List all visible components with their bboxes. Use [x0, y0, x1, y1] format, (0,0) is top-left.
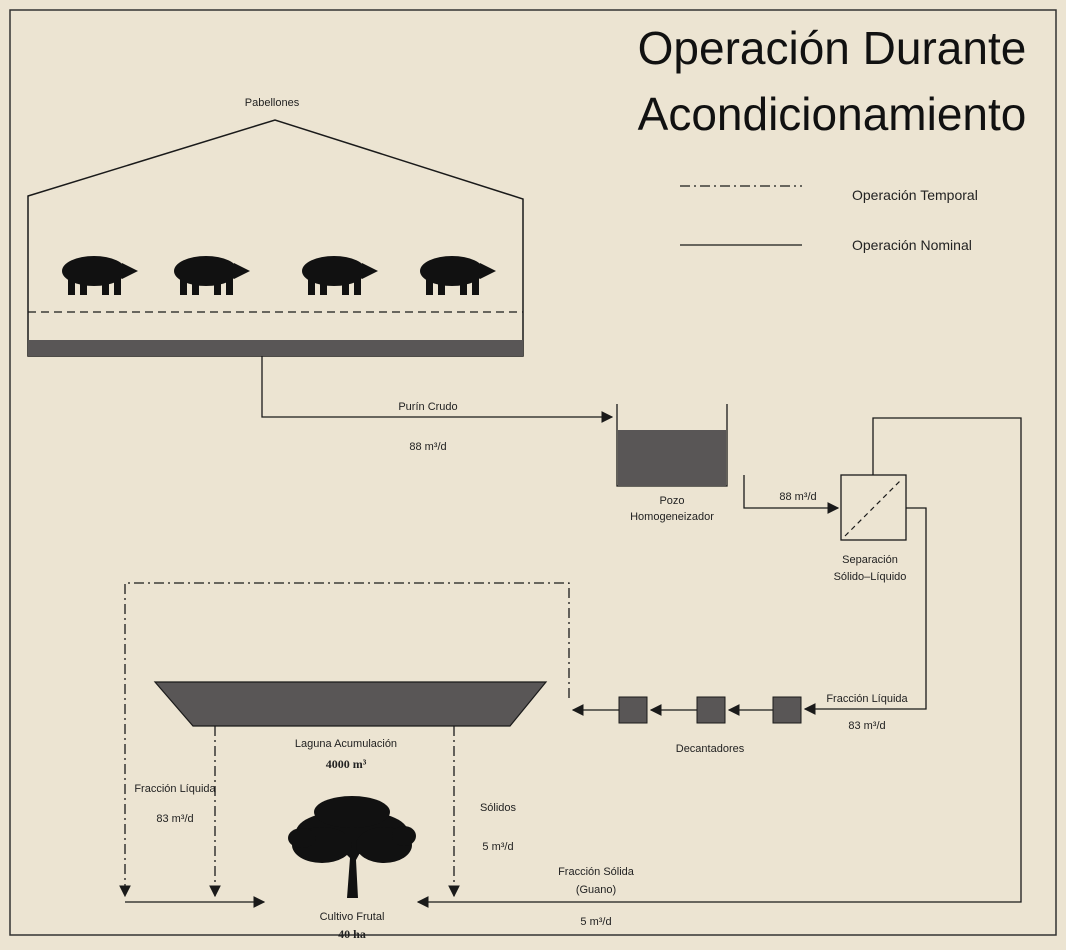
- fraccion-liquida-flow: [803, 507, 927, 715]
- solidos-label: Sólidos: [480, 802, 517, 814]
- fraccion-liquida-left-rate: 83 m³/d: [156, 813, 193, 825]
- pig-icon: [420, 256, 496, 295]
- pozo-label-2: Homogeneizador: [630, 511, 714, 523]
- purin-crudo-rate: 88 m³/d: [409, 441, 446, 453]
- separator-label-2: Sólido–Líquido: [834, 571, 907, 583]
- decantadores-label: Decantadores: [676, 743, 745, 755]
- fraccion-liquida-left-label: Fracción Líquida: [134, 783, 216, 795]
- purin-crudo-flow: [261, 356, 614, 423]
- laguna-pond: [153, 681, 548, 727]
- decanter-box: [618, 696, 648, 724]
- purin-crudo-label: Purín Crudo: [398, 401, 457, 413]
- laguna-label-2: 4000 m³: [326, 757, 367, 771]
- pig-icon: [62, 256, 138, 295]
- pabellones-label: Pabellones: [245, 97, 300, 109]
- legend-temporal-label: Operación Temporal: [852, 187, 978, 203]
- pabellones-building: [27, 119, 524, 357]
- laguna-label-1: Laguna Acumulación: [295, 738, 397, 750]
- fraccion-solida-flow: [416, 417, 1022, 908]
- fraccion-liquida-label: Fracción Líquida: [826, 693, 908, 705]
- fraccion-solida-label-2: (Guano): [576, 884, 616, 896]
- cultivo-label-2: 40 ha: [338, 927, 366, 941]
- pabellones-slurry-pit: [28, 340, 523, 356]
- title-line-2: Acondicionamiento: [638, 88, 1027, 140]
- solidos-rate: 5 m³/d: [482, 841, 513, 853]
- pozo-to-separator-flow: [743, 475, 840, 514]
- pig-icon: [174, 256, 250, 295]
- separator-label-1: Separación: [842, 554, 898, 566]
- temporal-bypass-flow: [119, 582, 570, 898]
- fraccion-solida-rate: 5 m³/d: [580, 916, 611, 928]
- decanter-box: [696, 696, 726, 724]
- separator-screen: [844, 478, 903, 537]
- pig-icon: [302, 256, 378, 295]
- title-line-1: Operación Durante: [638, 22, 1027, 74]
- pozo-label-1: Pozo: [659, 495, 684, 507]
- pozo-liquid: [618, 430, 726, 486]
- fraccion-solida-label-1: Fracción Sólida: [558, 866, 635, 878]
- tree-icon: [288, 796, 416, 898]
- cultivo-label-1: Cultivo Frutal: [320, 911, 385, 923]
- legend-nominal-label: Operación Nominal: [852, 237, 972, 253]
- fraccion-liquida-rate: 83 m³/d: [848, 720, 885, 732]
- outer-frame: [9, 9, 1057, 936]
- pozo-to-separator-rate: 88 m³/d: [779, 491, 816, 503]
- decanter-box: [772, 696, 802, 724]
